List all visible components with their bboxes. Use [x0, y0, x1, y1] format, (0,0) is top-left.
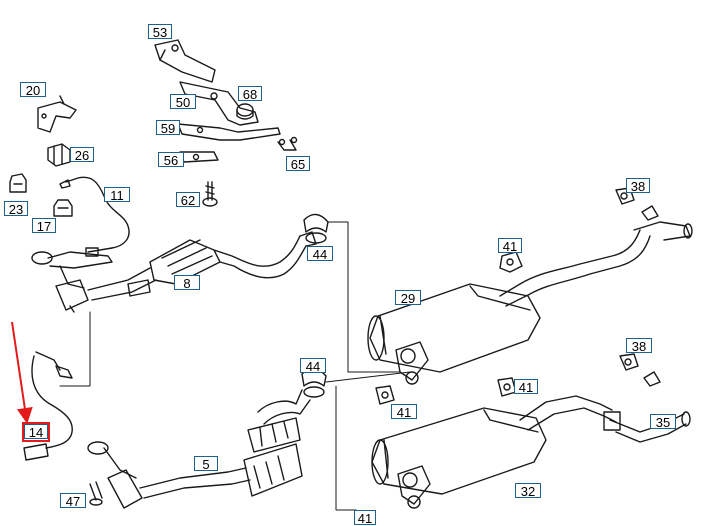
- bracket-56: [179, 151, 219, 163]
- callout-41-top[interactable]: 41: [498, 238, 522, 254]
- callout-5[interactable]: 5: [194, 456, 218, 472]
- callout-41-mid[interactable]: 41: [391, 404, 417, 420]
- callout-29[interactable]: 29: [395, 290, 421, 306]
- callout-56[interactable]: 56: [158, 152, 184, 168]
- callout-41-bottom[interactable]: 41: [354, 510, 376, 526]
- callout-32[interactable]: 32: [515, 483, 541, 499]
- callout-59[interactable]: 59: [156, 120, 180, 136]
- callout-53[interactable]: 53: [148, 24, 172, 40]
- bracket-20: [37, 95, 77, 133]
- pointer-arrow: [11, 321, 33, 424]
- callout-68[interactable]: 68: [238, 86, 262, 102]
- callout-47[interactable]: 47: [60, 493, 86, 509]
- bolts-65: [277, 136, 298, 151]
- oxygen-sensor-11: [59, 176, 130, 257]
- bolt-62: [202, 181, 218, 207]
- callout-44-top[interactable]: 44: [307, 246, 333, 262]
- callout-11[interactable]: 11: [104, 187, 130, 203]
- clamp-44-top: [303, 213, 329, 244]
- callout-20[interactable]: 20: [20, 82, 46, 98]
- callout-50[interactable]: 50: [170, 94, 196, 110]
- clamp-26: [47, 143, 71, 167]
- bracket-53: [154, 39, 216, 83]
- clamp-17: [53, 199, 73, 217]
- bracket-50: [179, 81, 259, 126]
- callout-38-top[interactable]: 38: [626, 178, 650, 194]
- callout-65[interactable]: 65: [286, 156, 310, 172]
- callout-38-bottom[interactable]: 38: [626, 338, 652, 354]
- oxygen-sensor-14: [23, 351, 73, 461]
- callout-35[interactable]: 35: [650, 414, 676, 430]
- callout-14[interactable]: 14: [24, 424, 48, 440]
- rubber-mount-41-top: [499, 251, 523, 273]
- bolt-68: [236, 103, 254, 120]
- callout-highlight-box: [22, 422, 50, 442]
- muffler-29: [367, 221, 693, 385]
- bracket-59: [177, 123, 281, 141]
- rubber-mount-38-top: [615, 187, 659, 221]
- rubber-mount-41-mid: [375, 385, 395, 405]
- rear-pipe-5: [87, 389, 311, 509]
- callout-62[interactable]: 62: [176, 192, 200, 208]
- rubber-mount-38-bottom: [619, 353, 661, 387]
- leader-lines: [59, 221, 411, 511]
- callout-17[interactable]: 17: [32, 218, 56, 234]
- callout-26[interactable]: 26: [70, 147, 94, 163]
- callout-41-right[interactable]: 41: [514, 379, 538, 395]
- front-pipe-8: [31, 231, 317, 313]
- clamp-23: [9, 173, 27, 193]
- callout-8[interactable]: 8: [174, 275, 200, 291]
- callout-44-mid[interactable]: 44: [300, 358, 326, 374]
- bolt-47: [89, 481, 103, 506]
- callout-23[interactable]: 23: [4, 201, 28, 217]
